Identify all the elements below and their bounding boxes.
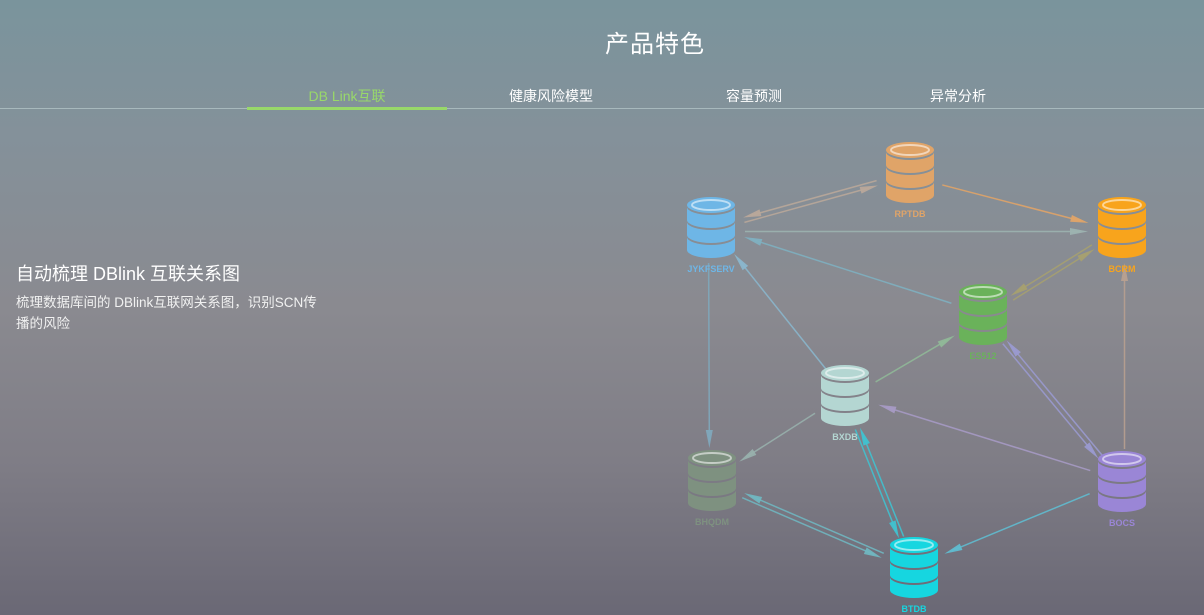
link-rptdb-to-bcrm: [942, 184, 1089, 223]
db-node-label: BXDB: [832, 432, 858, 442]
db-node-label: BOCS: [1109, 518, 1135, 528]
link-btdb-to-bhqdm: [744, 493, 885, 554]
database-icon: [1098, 451, 1146, 512]
link-bxdb-to-btdb: [854, 429, 900, 539]
link-es512-to-jykfserv: [744, 236, 952, 304]
link-bhqdm-to-btdb: [741, 497, 882, 558]
database-icon: [959, 284, 1007, 345]
database-icon: [821, 365, 869, 426]
page-title: 产品特色: [605, 31, 705, 58]
link-jykfserv-to-bcrm: [745, 228, 1088, 235]
edge-layer: [705, 179, 1128, 558]
db-node-es512[interactable]: ES512: [959, 284, 1007, 361]
db-node-jykfserv[interactable]: JYKFSERV: [687, 197, 735, 274]
active-tab-indicator: [247, 107, 447, 110]
tab-anomaly-analysis[interactable]: 异常分析: [930, 88, 986, 104]
tab-health-risk-model[interactable]: 健康风险模型: [509, 88, 593, 104]
link-rptdb-to-jykfserv: [743, 179, 877, 218]
db-node-label: BTDB: [902, 604, 927, 614]
link-bxdb-to-jykfserv: [734, 254, 827, 370]
db-node-bhqdm[interactable]: BHQDM: [688, 450, 736, 527]
link-bocs-to-btdb: [944, 492, 1090, 554]
db-node-bocs[interactable]: BOCS: [1098, 451, 1146, 528]
db-node-bcrm[interactable]: BCRM: [1098, 197, 1146, 274]
feature-heading: 自动梳理 DBlink 互联关系图: [16, 264, 241, 284]
database-icon: [886, 142, 934, 203]
database-icon: [687, 197, 735, 258]
database-icon: [1098, 197, 1146, 258]
link-jykfserv-to-bhqdm: [705, 263, 713, 449]
db-node-btdb[interactable]: BTDB: [890, 537, 938, 614]
tab-divider: [0, 108, 1204, 109]
link-bocs-to-es512: [1006, 340, 1103, 456]
tab-capacity-forecast[interactable]: 容量预测: [726, 88, 782, 104]
link-es512-to-bcrm: [1012, 249, 1095, 301]
link-es512-to-bocs: [1002, 343, 1099, 459]
link-btdb-to-bxdb: [859, 427, 905, 537]
tab-dblink[interactable]: DB Link互联: [308, 88, 386, 104]
db-node-label: BCRM: [1109, 264, 1136, 274]
link-bocs-to-bcrm: [1121, 263, 1128, 449]
db-node-label: ES512: [969, 351, 996, 361]
link-bocs-to-bxdb: [878, 404, 1091, 472]
db-node-label: JYKFSERV: [687, 264, 734, 274]
db-node-bxdb[interactable]: BXDB: [821, 365, 869, 442]
db-node-label: RPTDB: [895, 209, 926, 219]
database-icon: [890, 537, 938, 598]
database-icon: [688, 450, 736, 511]
link-bcrm-to-es512: [1010, 244, 1093, 296]
feature-description: 梳理数据库间的 DBlink互联网关系图，识别SCN传播的风险: [16, 295, 317, 331]
link-bxdb-to-bhqdm: [739, 412, 816, 462]
db-node-label: BHQDM: [695, 517, 729, 527]
db-node-rptdb[interactable]: RPTDB: [886, 142, 934, 219]
link-jykfserv-to-rptdb: [744, 185, 878, 224]
link-bxdb-to-es512: [875, 335, 955, 383]
